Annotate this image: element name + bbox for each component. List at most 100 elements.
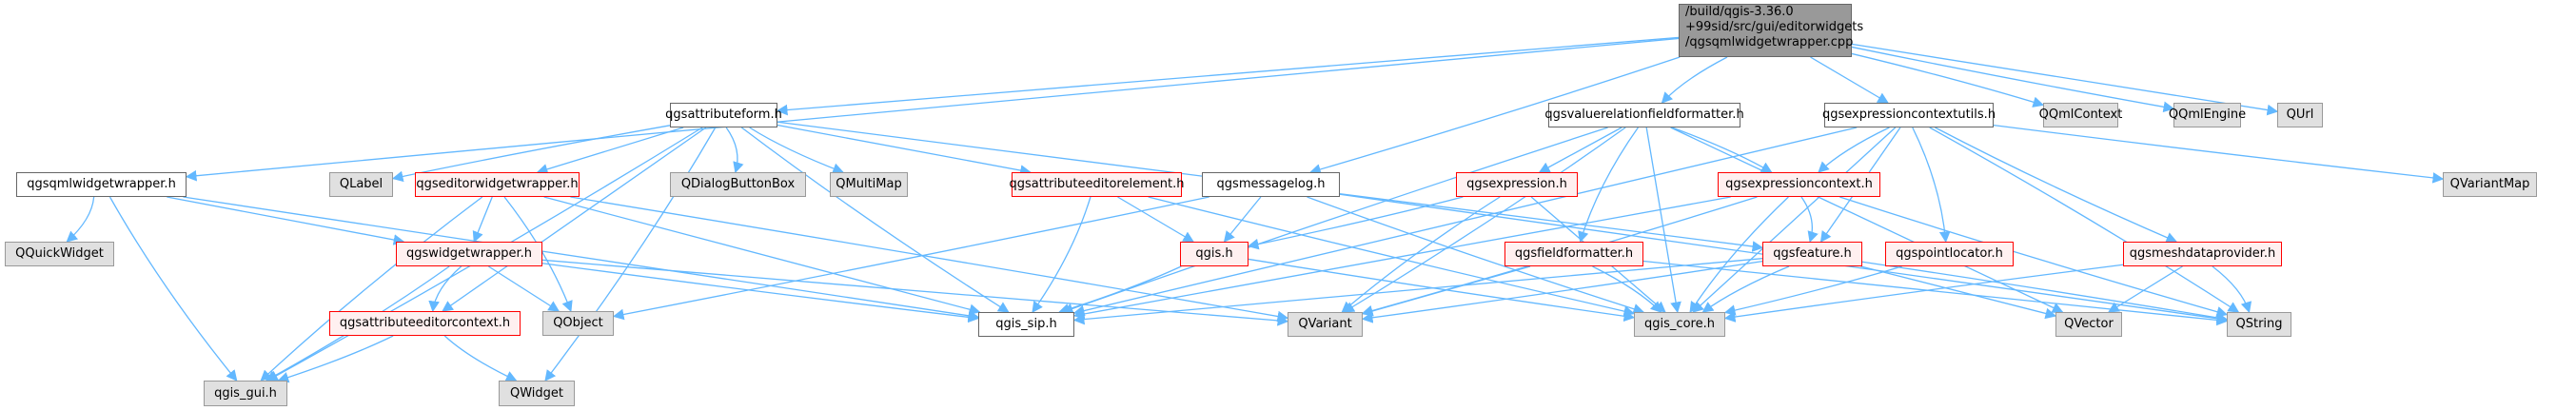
node-label: QLabel xyxy=(339,177,383,191)
edge-qmlwidgetwrapper-to-qquickwidget xyxy=(66,196,95,243)
edge-root-to-exprctxutils xyxy=(1810,56,1889,104)
edge-meshdataprovider-to-qstring xyxy=(2212,265,2252,314)
node-qgswidgetwrapper[interactable]: qgswidgetwrapper.h xyxy=(396,242,542,266)
node-qvariantmap[interactable]: QVariantMap xyxy=(2443,172,2537,197)
node-qurl[interactable]: QUrl xyxy=(2277,103,2323,127)
node-label: qgsexpressioncontext.h xyxy=(1725,177,1873,191)
edge-qmlwidgetwrapper-to-widgetwrapper xyxy=(167,196,405,245)
root-path-line-2: +99sid/src/gui/editorwidgets xyxy=(1685,20,1864,34)
edge-exprctxutils-to-qstring xyxy=(1929,127,2240,313)
node-label: qgis_sip.h xyxy=(995,317,1057,331)
edge-valuerel-to-qvector xyxy=(1670,127,2064,313)
node-qgsattributeform[interactable]: qgsattributeform.h xyxy=(665,103,782,127)
edge-widgetwrapper-to-qobject xyxy=(488,265,560,312)
node-qgsmeshdataprovider[interactable]: qgsmeshdataprovider.h xyxy=(2123,242,2282,266)
edge-editorwidgetwrapper-to-qgissip xyxy=(543,196,981,315)
node-qgsattributeeditorcontext[interactable]: qgsattributeeditorcontext.h xyxy=(329,311,521,336)
node-qgsqmlwidgetwrapper[interactable]: qgsqmlwidgetwrapper.h xyxy=(16,172,187,197)
edge-feature-to-qgissip xyxy=(1072,258,1763,325)
edge-attreditorcontext-to-qgisgui xyxy=(277,335,394,383)
node-label: qgsqmlwidgetwrapper.h xyxy=(27,177,176,191)
node-qvector[interactable]: QVector xyxy=(2055,312,2122,337)
node-label: QVariantMap xyxy=(2449,177,2530,191)
edge-attributeform-to-attreditorelement xyxy=(777,124,1032,176)
node-qgis-sip[interactable]: qgis_sip.h xyxy=(978,312,1074,337)
node-qgis[interactable]: qgis.h xyxy=(1180,242,1249,266)
edge-editorwidgetwrapper-to-qobject xyxy=(503,196,573,313)
node-label: qgsattributeform.h xyxy=(665,108,782,122)
node-label: qgseditorwidgetwrapper.h xyxy=(416,177,579,191)
edge-widgetwrapper-to-attreditorcontext xyxy=(428,265,462,313)
edge-pointlocator-to-qgiscore xyxy=(1723,265,1902,316)
node-label: qgsexpressioncontextutils.h xyxy=(1821,108,1996,122)
edge-expression-to-qgis xyxy=(1247,196,1464,250)
edge-meshdataprovider-to-qvector xyxy=(2107,265,2183,313)
node-qgsfeature[interactable]: qgsfeature.h xyxy=(1762,242,1862,266)
edge-exprctxutils-to-meshdataprovider xyxy=(1935,127,2178,244)
node-qobject[interactable]: QObject xyxy=(542,311,614,336)
node-qquickwidget[interactable]: QQuickWidget xyxy=(5,242,114,266)
node-label: qgsattributeeditorcontext.h xyxy=(339,316,511,330)
edge-attributeform-to-attreditorcontext xyxy=(442,127,707,312)
edge-root-to-messagelog xyxy=(1309,56,1681,175)
node-label: QQmlContext xyxy=(2038,108,2123,122)
node-qstring[interactable]: QString xyxy=(2227,312,2291,337)
node-label: QWidget xyxy=(509,385,563,401)
edge-root-to-qmlwidgetwrapper xyxy=(185,37,1680,182)
node-qgsmessagelog[interactable]: qgsmessagelog.h xyxy=(1202,172,1340,197)
edge-fieldformatter-to-qstring xyxy=(1642,260,2229,326)
node-label: qgsmessagelog.h xyxy=(1216,177,1326,191)
edge-attributeform-to-qmultimap xyxy=(749,127,844,174)
node-label: qgsexpression.h xyxy=(1466,177,1567,191)
edge-feature-to-qvariant xyxy=(1361,260,1763,323)
edge-exprctxutils-to-qvariantmap xyxy=(1993,124,2445,184)
edge-editorwidgetwrapper-to-qgisgui xyxy=(260,196,483,382)
node-qwidget[interactable]: QWidget xyxy=(499,381,575,406)
edge-root-to-qqmlcontext xyxy=(1851,52,2045,108)
edge-attributeform-to-qlabel xyxy=(391,125,671,183)
edge-attreditorelement-to-qgissip xyxy=(1032,196,1091,313)
node-qqmlengine[interactable]: QQmlEngine xyxy=(2169,103,2246,127)
node-qgsattributeeditorelement[interactable]: qgsattributeeditorelement.h xyxy=(1010,172,1184,197)
node-label: QMultiMap xyxy=(836,177,902,191)
edge-exprctxutils-to-pointlocator xyxy=(1912,127,1951,244)
node-qmultimap[interactable]: QMultiMap xyxy=(830,172,908,197)
edge-attributeform-to-editorwidgetwrapper xyxy=(536,127,684,175)
node-label: QDialogButtonBox xyxy=(680,177,796,191)
node-qgsexpression[interactable]: qgsexpression.h xyxy=(1456,172,1578,197)
edge-fieldformatter-to-qgiscore xyxy=(1592,265,1662,313)
edge-widgetwrapper-to-qvariant xyxy=(541,259,1289,326)
node-qgsexpressioncontext[interactable]: qgsexpressioncontext.h xyxy=(1718,172,1880,197)
node-label: QString xyxy=(2235,317,2283,331)
node-qgsfieldformatter[interactable]: qgsfieldformatter.h xyxy=(1504,242,1643,266)
node-label: qgis_core.h xyxy=(1644,317,1715,331)
edge-attreditorelement-to-qgis xyxy=(1117,196,1195,243)
edge-attreditorelement-to-qgiscore xyxy=(1148,196,1636,317)
node-qgspointlocator[interactable]: qgspointlocator.h xyxy=(1885,242,2014,266)
edge-messagelog-to-qgiscore xyxy=(1307,196,1645,315)
node-qqmlcontext[interactable]: QQmlContext xyxy=(2039,103,2122,127)
node-qgis-core[interactable]: qgis_core.h xyxy=(1634,312,1725,337)
edge-exprctx-to-qstring xyxy=(1839,196,2229,318)
node-qlabel[interactable]: QLabel xyxy=(329,172,393,197)
node-qgsvaluerelationfieldformatter[interactable]: qgsvaluerelationfieldformatter.h xyxy=(1544,103,1744,127)
edge-feature-to-qstring xyxy=(1861,261,2229,323)
node-qgis-gui[interactable]: qgis_gui.h xyxy=(204,381,287,406)
root-path-line-1: /build/qgis-3.36.0 xyxy=(1685,5,1794,19)
node-label: QQmlEngine xyxy=(2168,108,2247,122)
edge-root-to-valuerel xyxy=(1661,56,1728,104)
node-label: QVariant xyxy=(1298,317,1352,331)
node-qgsexpressioncontextutils[interactable]: qgsexpressioncontextutils.h xyxy=(1821,103,1996,127)
edge-messagelog-to-qobject xyxy=(612,196,1209,321)
node-qdialogbuttonbox[interactable]: QDialogButtonBox xyxy=(670,172,806,197)
edge-messagelog-to-qgis xyxy=(1223,196,1262,243)
root-file-node[interactable]: /build/qgis-3.36.0 +99sid/src/gui/editor… xyxy=(1679,4,1863,57)
node-qvariant[interactable]: QVariant xyxy=(1288,312,1363,337)
node-label: qgsmeshdataprovider.h xyxy=(2129,246,2276,261)
node-label: qgspointlocator.h xyxy=(1896,246,2003,261)
node-label: qgsvaluerelationfieldformatter.h xyxy=(1544,108,1744,122)
edge-feature-to-qvector xyxy=(1860,265,2057,320)
node-label: QQuickWidget xyxy=(15,246,104,261)
node-label: QObject xyxy=(553,316,603,330)
node-qgseditorwidgetwrapper[interactable]: qgseditorwidgetwrapper.h xyxy=(415,172,580,197)
